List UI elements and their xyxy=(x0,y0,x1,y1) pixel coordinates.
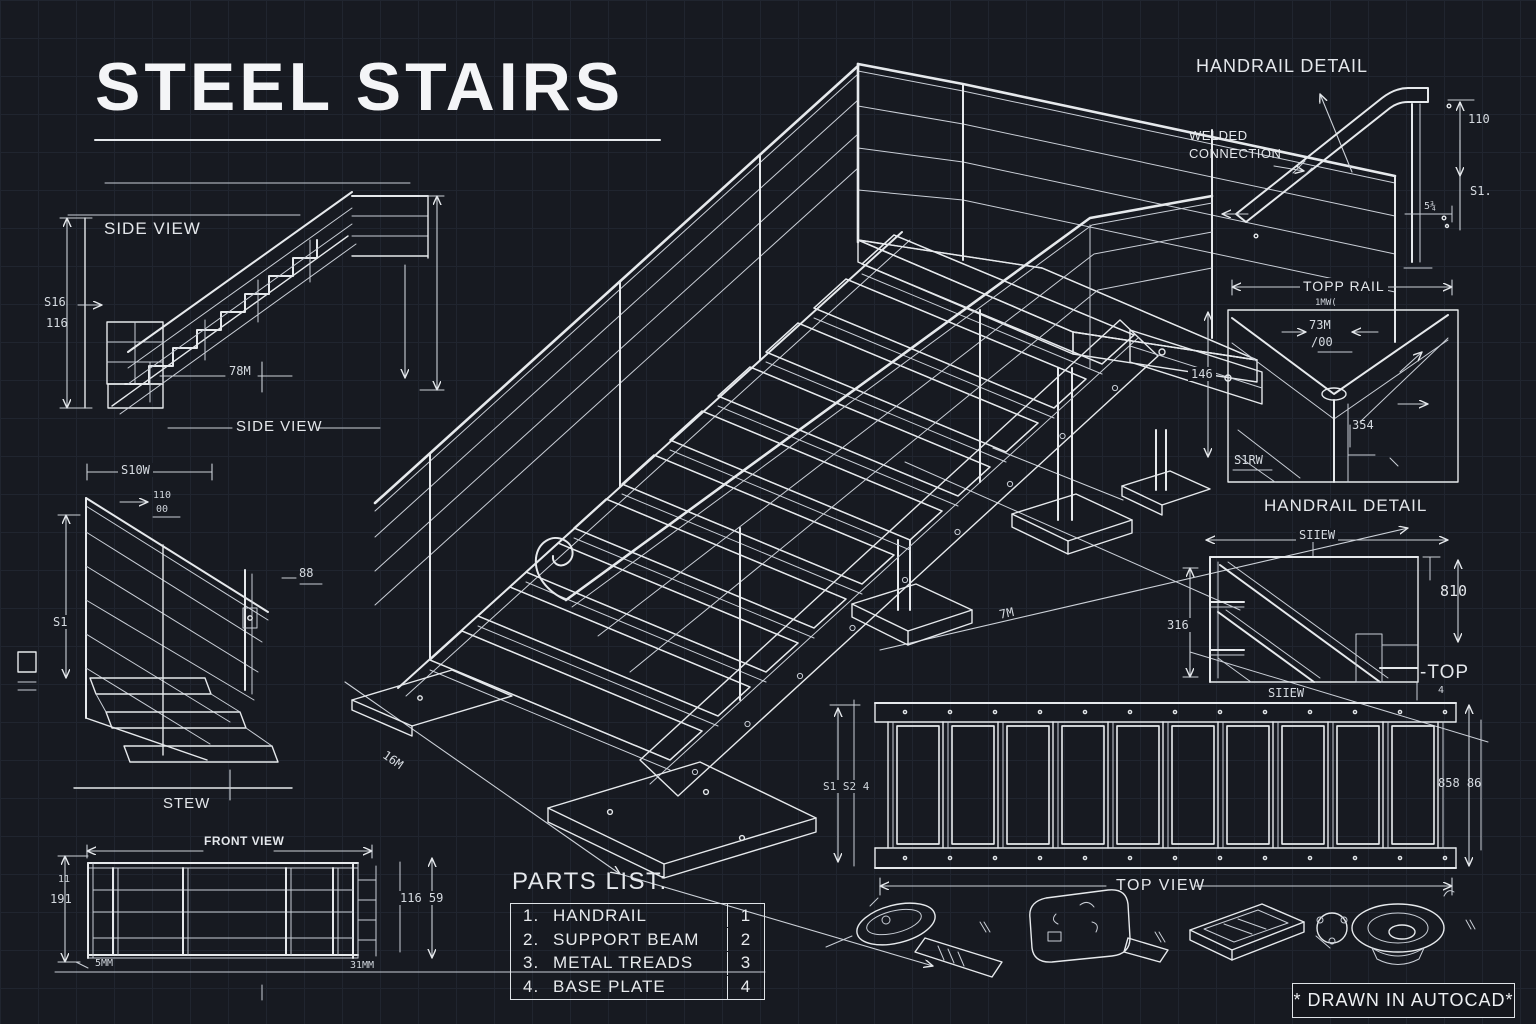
part-name: BASE PLATE xyxy=(553,977,666,997)
top-rail-dim-b: /00 xyxy=(1311,335,1333,349)
handrail-detail-right-dim-right: 810 xyxy=(1440,582,1468,600)
welded-connection-line2: CONNECTION xyxy=(1189,146,1282,161)
front-view-dim-bottom-right: 31MM xyxy=(350,960,375,971)
rail-detail-dim-b: 00 xyxy=(156,504,169,515)
front-view-drawing xyxy=(54,844,766,1001)
iso-ground-dim-right: 7M xyxy=(998,604,1016,622)
handrail-detail-right-dim-top: SIIEW xyxy=(1296,528,1339,542)
tick-mark-icon xyxy=(1465,919,1476,930)
parts-list-row: 3. METAL TREADS 3 xyxy=(511,951,764,975)
rail-detail-dim-scroll: 88 xyxy=(299,566,314,580)
isometric-stairs-drawing xyxy=(344,62,1489,966)
part-number: 4. xyxy=(523,977,540,997)
top-rail-dim-mid: 354 xyxy=(1352,418,1374,432)
top-rail-detail-drawing xyxy=(1208,279,1459,483)
part-qty: 2 xyxy=(727,928,764,952)
handrail-detail-right-drawing xyxy=(1182,540,1458,701)
top-rail-stamp: S1RW xyxy=(1234,453,1263,467)
front-view-dim-right: 116 59 xyxy=(397,891,447,905)
rail-detail-drawing xyxy=(17,463,323,801)
gauge-pan-icon xyxy=(1029,889,1169,963)
side-view-drawing xyxy=(59,182,445,429)
rail-detail-caption: STEW xyxy=(163,795,211,812)
side-view-caption: SIDE VIEW xyxy=(236,418,323,435)
rail-detail-dim-a: 110 xyxy=(153,490,172,501)
side-view-dim-run: 78M xyxy=(226,364,254,378)
handrail-detail-top-drawing xyxy=(1222,87,1475,269)
side-view-dim-height-b: 116 xyxy=(46,316,68,330)
tick-mark-icon xyxy=(979,921,991,933)
part-number: 3. xyxy=(523,953,540,973)
side-view-dim-height-a: S16 xyxy=(44,295,66,309)
footer-stamp-text: * DRAWN IN AUTOCAD* xyxy=(1293,990,1514,1010)
handrail-detail-top-dim-c: 5¾ xyxy=(1424,201,1437,212)
drawn-in-autocad-stamp: * DRAWN IN AUTOCAD* xyxy=(1292,983,1515,1018)
rail-detail-dim-height: S1 xyxy=(50,615,71,629)
handrail-detail-top-heading: HANDRAIL DETAIL xyxy=(1196,56,1369,76)
top-view-dim-right: 858 86 xyxy=(1438,776,1482,790)
welded-connection-line1: WELDED xyxy=(1189,128,1248,143)
parts-list-row: 4. BASE PLATE 4 xyxy=(511,975,764,999)
parts-list-heading: PARTS LIST: xyxy=(512,868,668,895)
handrail-detail-right-dim-left: 316 xyxy=(1164,618,1192,632)
tick-mark-icon xyxy=(1154,931,1166,943)
part-number: 1. xyxy=(523,905,540,925)
top-rail-label: TOPP RAIL xyxy=(1300,278,1388,294)
front-view-dim-left-a: 11 xyxy=(58,874,71,885)
parts-list-row: 2. SUPPORT BEAM 2 xyxy=(511,928,764,952)
handrail-detail-mid-heading: HANDRAIL DETAIL xyxy=(1264,496,1428,515)
hardware-icons xyxy=(825,889,1476,978)
front-view-dim-bottom-left: 5MM xyxy=(95,958,114,969)
top-view-dim-left: S1 S2 4 xyxy=(820,780,873,793)
part-name: SUPPORT BEAM xyxy=(553,929,700,949)
top-view-drawing xyxy=(829,699,1482,896)
ratchet-tool-icon xyxy=(825,897,1003,978)
part-number: 2. xyxy=(523,929,540,949)
part-qty: 3 xyxy=(727,951,764,975)
top-rail-dim-a: 73M xyxy=(1309,318,1331,332)
handrail-detail-right-top-label: -TOP xyxy=(1420,662,1470,683)
page-title: STEEL STAIRS xyxy=(95,49,625,125)
part-name: HANDRAIL xyxy=(553,905,647,925)
part-qty: 4 xyxy=(727,975,764,999)
part-name: METAL TREADS xyxy=(553,953,694,973)
front-view-label: FRONT VIEW xyxy=(204,834,285,848)
handrail-detail-top-dim-a: 110 xyxy=(1468,112,1490,126)
top-view-caption: TOP VIEW xyxy=(1116,877,1206,894)
front-view-dim-left-b: 191 xyxy=(50,892,72,906)
handrail-detail-right-caption: SIIEW xyxy=(1268,686,1305,700)
side-view-label: SIDE VIEW xyxy=(104,219,201,238)
part-qty: 1 xyxy=(727,904,764,928)
handrail-detail-top-dim-b: S1. xyxy=(1470,184,1492,198)
pipe-flange-icon xyxy=(1316,890,1455,965)
top-rail-dim-small: 1MW( xyxy=(1315,298,1337,308)
base-plate-icon xyxy=(1189,903,1331,961)
parts-list-table: 1. HANDRAIL 1 2. SUPPORT BEAM 2 3. METAL… xyxy=(510,903,765,1000)
parts-list-row: 1. HANDRAIL 1 xyxy=(511,904,764,928)
top-rail-dim-left: 146 xyxy=(1188,367,1216,381)
rail-detail-dim-width: S10W xyxy=(118,463,153,477)
handrail-detail-right-mark: 4 xyxy=(1438,685,1445,696)
